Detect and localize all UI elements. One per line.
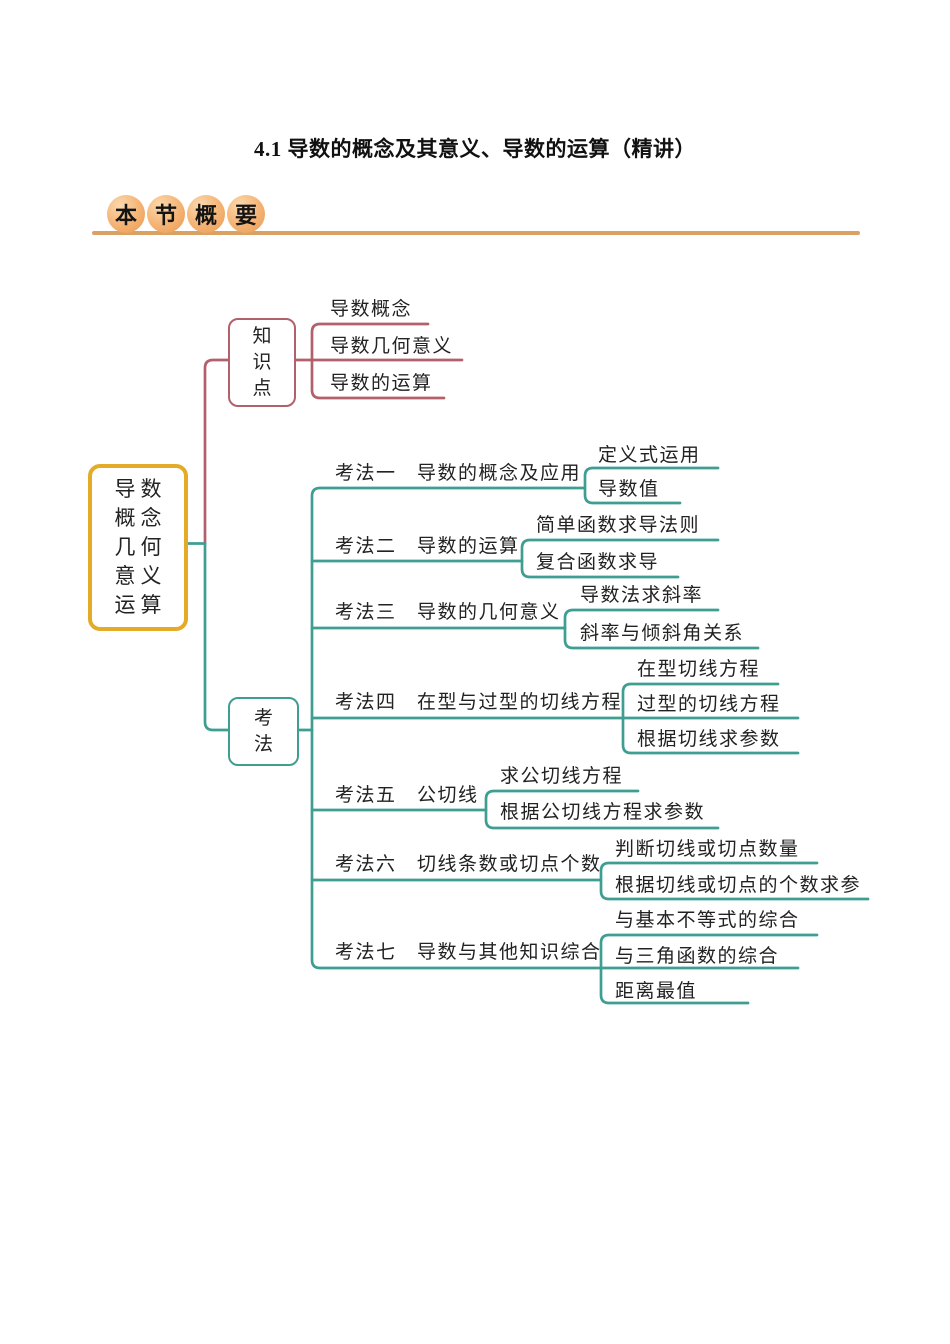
root-node: 导数 概念 几何 意义 运算 bbox=[88, 464, 188, 631]
badge-char: 本 bbox=[114, 203, 137, 228]
badge-char: 节 bbox=[154, 203, 177, 228]
method-label: 考法四 在型与过型的切线方程 bbox=[335, 692, 623, 713]
method-child-label: 导数法求斜率 bbox=[580, 585, 704, 606]
methods-node-text: 法 bbox=[253, 733, 273, 755]
root-node-text: 概念 bbox=[114, 506, 167, 530]
method-label: 考法一 导数的概念及应用 bbox=[335, 463, 582, 484]
knowledge-node-text: 识 bbox=[252, 351, 272, 373]
method3-children-bracket bbox=[563, 608, 760, 650]
method-child-label: 在型切线方程 bbox=[637, 659, 761, 680]
section-divider-line bbox=[92, 231, 860, 235]
method-label: 考法三 导数的几何意义 bbox=[335, 602, 561, 623]
method-child-label: 根据切线求参数 bbox=[637, 729, 781, 750]
knowledge-bracket bbox=[310, 322, 446, 400]
method-label: 考法五 公切线 bbox=[335, 785, 479, 806]
badge-char: 要 bbox=[234, 203, 257, 228]
knowledge-child-label: 导数的运算 bbox=[330, 373, 433, 394]
methods-node: 考 法 bbox=[228, 697, 299, 766]
method-child-label: 判断切线或切点数量 bbox=[615, 839, 800, 860]
methods-spine bbox=[310, 486, 603, 970]
badge-char-circle: 要 bbox=[227, 195, 265, 233]
method-child-label: 与三角函数的综合 bbox=[615, 946, 780, 967]
methods-trunk-line bbox=[203, 542, 230, 732]
method6-children-bracket bbox=[599, 861, 870, 901]
badge-char: 概 bbox=[194, 203, 217, 228]
knowledge-node-text: 点 bbox=[252, 377, 272, 399]
method1-children-bracket bbox=[583, 466, 720, 505]
knowledge-child-label: 导数概念 bbox=[330, 299, 413, 320]
method-child-label: 复合函数求导 bbox=[536, 552, 660, 573]
method-child-label: 导数值 bbox=[598, 479, 660, 500]
page-title: 4.1 导数的概念及其意义、导数的运算（精讲） bbox=[254, 137, 696, 161]
methods-node-text: 考 bbox=[253, 707, 273, 729]
root-node-text: 运算 bbox=[114, 593, 167, 617]
knowledge-child-label: 导数几何意义 bbox=[330, 336, 454, 357]
root-node-text: 导数 bbox=[114, 477, 167, 501]
method2-children-bracket bbox=[520, 538, 720, 579]
method-child-label: 定义式运用 bbox=[598, 445, 701, 466]
method-child-label: 与基本不等式的综合 bbox=[615, 910, 800, 931]
method-child-label: 过型的切线方程 bbox=[637, 694, 781, 715]
method5-children-bracket bbox=[484, 789, 720, 830]
root-node-text: 意义 bbox=[114, 564, 167, 588]
method-label: 考法二 导数的运算 bbox=[335, 536, 520, 557]
root-node-text: 几何 bbox=[114, 535, 167, 559]
mindmap-connectors bbox=[178, 322, 870, 1005]
method-child-label: 根据切线或切点的个数求参 bbox=[615, 875, 862, 896]
knowledge-node: 知 识 点 bbox=[228, 318, 296, 407]
method-label: 考法七 导数与其他知识综合 bbox=[335, 942, 602, 963]
method-child-label: 斜率与倾斜角关系 bbox=[580, 623, 745, 644]
method-child-label: 根据公切线方程求参数 bbox=[500, 802, 706, 823]
knowledge-node-text: 知 bbox=[252, 325, 272, 347]
badge-char-circle: 概 bbox=[187, 195, 225, 233]
badge-char-circle: 节 bbox=[147, 195, 185, 233]
method-label: 考法六 切线条数或切点个数 bbox=[335, 854, 602, 875]
badge-char-circle: 本 bbox=[107, 195, 145, 233]
method-child-label: 简单函数求导法则 bbox=[536, 515, 701, 536]
knowledge-trunk-line bbox=[203, 358, 230, 545]
method-child-label: 距离最值 bbox=[615, 981, 698, 1002]
method-child-label: 求公切线方程 bbox=[500, 766, 624, 787]
